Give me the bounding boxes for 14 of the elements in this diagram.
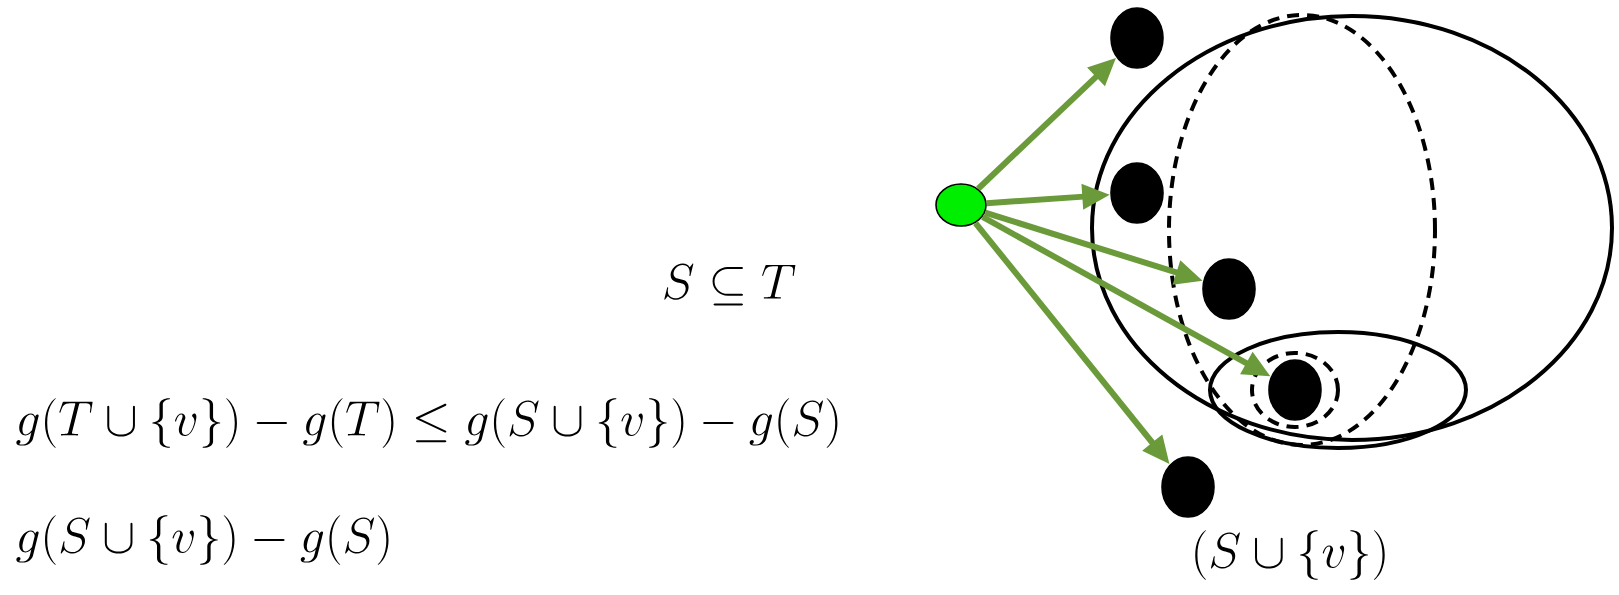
set-ellipse <box>1167 13 1437 447</box>
set-ellipse <box>1250 351 1340 429</box>
formula-label: $g(S\cup\{v\}) - g(S)$ <box>16 515 389 565</box>
set-ellipse <box>1090 14 1614 442</box>
dot <box>1110 162 1164 224</box>
formula-label: $S \subseteq T$ <box>664 263 796 306</box>
source-dot <box>935 183 987 227</box>
dot <box>1202 258 1256 320</box>
set-ellipse <box>1208 330 1468 450</box>
dot <box>1161 456 1215 518</box>
dot <box>1110 7 1164 69</box>
formula-label: $g(T\cup\{v\}) - g(T) \leq g(S\cup\{v\}) - g(S)$ <box>16 398 838 448</box>
formula-label: $(S\cup\{v\})$ <box>1195 530 1385 580</box>
dot <box>1268 359 1322 421</box>
